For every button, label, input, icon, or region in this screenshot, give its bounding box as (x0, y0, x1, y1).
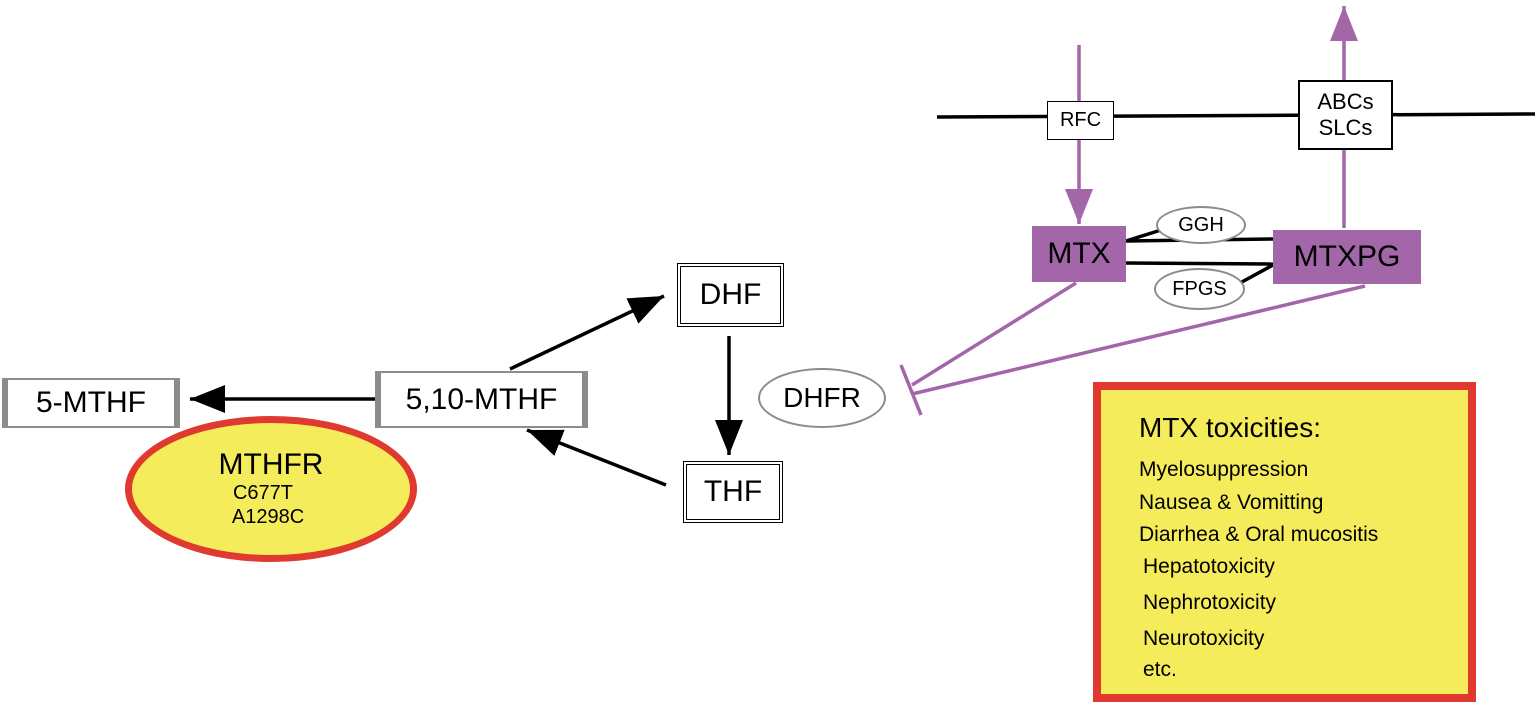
fpgs-label: FPGS (1172, 277, 1227, 300)
node-5-10-mthf-label: 5,10-MTHF (405, 382, 558, 416)
mthfr-variant-c677t: C677T (232, 481, 294, 504)
node-5-mthf-label: 5-MTHF (36, 386, 146, 419)
toxicity-item: etc. (1143, 658, 1177, 681)
line-fpgs-link (1239, 263, 1274, 285)
enzyme-ggh: GGH (1156, 206, 1246, 244)
dhfr-label: DHFR (783, 382, 861, 413)
node-dhf: DHF (677, 263, 784, 327)
inhibition-bar (899, 364, 923, 416)
rfc-label: RFC (1059, 109, 1102, 131)
inhibit-mtx-dhfr (911, 281, 1077, 387)
enzyme-mthfr: MTHFR C677T A1298C (125, 416, 417, 562)
ggh-label: GGH (1178, 213, 1224, 236)
node-5-10-mthf: 5,10-MTHF (375, 371, 588, 428)
enzyme-dhfr: DHFR (758, 368, 886, 428)
inhibit-mtxpg-dhfr (911, 284, 1366, 396)
drug-mtxpg: MTXPG (1273, 230, 1421, 284)
node-thf: THF (683, 461, 783, 523)
line-ggh-link (1125, 228, 1162, 243)
enzyme-fpgs: FPGS (1154, 268, 1245, 310)
cell-membrane-line (936, 112, 1535, 119)
mtx-label: MTX (1047, 237, 1111, 270)
mthfr-variant-a1298c: A1298C (231, 505, 305, 528)
toxicity-item: Diarrhea & Oral mucositis (1139, 523, 1379, 546)
line-mtx-to-mtxpg (1125, 261, 1274, 266)
mtxpg-label: MTXPG (1293, 240, 1401, 273)
transporter-efflux: ABCs SLCs (1298, 80, 1393, 150)
toxicity-item: Nausea & Vomitting (1139, 491, 1324, 514)
transporter-rfc: RFC (1047, 101, 1114, 140)
mthfr-label: MTHFR (218, 448, 324, 482)
toxicity-item: Hepatotoxicity (1143, 555, 1275, 578)
arrow-thf-to-510mthf (526, 428, 667, 487)
efflux-label-abcs: ABCs (1317, 88, 1374, 114)
toxicities-panel: MTX toxicities: Myelosuppression Nausea … (1093, 382, 1476, 702)
arrow-510mthf-to-dhf (509, 294, 665, 371)
toxicity-item: Myelosuppression (1139, 458, 1309, 481)
node-5-mthf: 5-MTHF (2, 378, 180, 428)
node-dhf-label: DHF (699, 278, 762, 311)
node-thf-label: THF (703, 475, 763, 508)
toxicity-item: Neurotoxicity (1143, 627, 1265, 650)
drug-mtx: MTX (1032, 226, 1126, 282)
efflux-label-slcs: SLCs (1318, 115, 1373, 140)
toxicities-title: MTX toxicities: (1139, 412, 1322, 443)
toxicity-item: Nephrotoxicity (1143, 591, 1277, 614)
